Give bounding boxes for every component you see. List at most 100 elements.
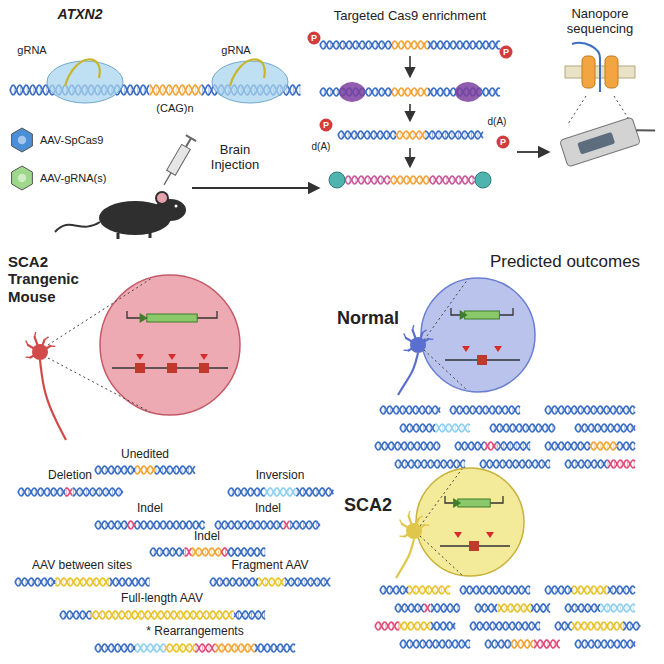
component-label: gRNA — [17, 44, 46, 57]
dna-strand — [590, 442, 617, 450]
dna-strand — [396, 131, 425, 139]
cell-zoom-pink — [100, 275, 240, 415]
dna-strand — [149, 85, 201, 95]
dna-strand — [338, 131, 396, 139]
cut-site — [462, 346, 470, 352]
dna-strand — [191, 548, 221, 556]
dna-strand — [455, 442, 485, 450]
base-pair — [149, 579, 150, 586]
leader-line — [424, 279, 468, 340]
dna-strand — [320, 41, 392, 49]
phosphate-label: P — [311, 33, 317, 43]
dendrite-branch — [418, 516, 422, 519]
device-flowcell — [577, 132, 615, 155]
base-pair — [523, 442, 524, 450]
base-pair — [198, 548, 199, 556]
dna-strand — [284, 578, 330, 586]
condition-label: Normal — [337, 308, 399, 329]
syringe — [159, 135, 196, 188]
dna-strand — [210, 578, 258, 586]
dna-strand — [572, 622, 623, 630]
repeat-label: (CAG)n — [156, 102, 193, 115]
dna-strand — [511, 640, 533, 648]
dna-strand — [534, 640, 560, 648]
dna-helix — [320, 41, 500, 49]
dna-strand — [575, 640, 635, 648]
base-pair — [510, 442, 511, 450]
dna-helix — [475, 604, 550, 612]
dna-strand — [498, 604, 532, 612]
nanopore-protein — [582, 56, 595, 88]
dna-strand — [255, 644, 295, 652]
dna-strand — [399, 622, 431, 630]
dna-strand — [265, 488, 296, 496]
dna-strand — [600, 604, 635, 612]
base-pair — [503, 442, 504, 450]
dendrite-branch — [44, 337, 48, 340]
outcome-label: Indel — [137, 502, 163, 516]
base-pair — [211, 548, 212, 556]
transgene-cassette — [465, 311, 500, 319]
dna-strand — [338, 131, 396, 139]
nanopore-protein — [605, 56, 618, 88]
dna-strand — [375, 622, 399, 630]
dna-strand — [545, 442, 590, 450]
dna-strand — [490, 424, 555, 432]
dna-strand — [228, 548, 265, 556]
dna-strand — [296, 488, 333, 496]
base-pair — [205, 548, 206, 556]
dna-strand — [565, 604, 600, 612]
dna-helix — [210, 578, 330, 586]
dna-helix — [395, 604, 460, 612]
dna-strand — [234, 611, 265, 619]
dna-strand — [534, 640, 560, 648]
dna-strand — [258, 578, 284, 586]
dna-strand — [380, 586, 408, 594]
dna-strand — [392, 41, 428, 49]
base-pair — [264, 549, 265, 556]
transgene-cassette — [458, 499, 490, 507]
cas9-protein — [455, 82, 481, 102]
dna-helix — [565, 604, 635, 612]
dna-strand — [396, 131, 425, 139]
base-pair — [497, 442, 498, 450]
neuron — [398, 325, 433, 395]
leader-line — [568, 96, 586, 124]
syringe-needle — [164, 173, 171, 185]
dna-helix — [228, 488, 333, 496]
device-cable — [636, 125, 655, 136]
repeat-site — [199, 363, 209, 373]
dna-strand — [283, 521, 289, 529]
dna-strand — [110, 578, 150, 586]
dna-strand — [395, 460, 465, 468]
cut-site — [494, 346, 502, 352]
dendrite-branch — [404, 333, 406, 338]
flow-arrow — [517, 151, 548, 153]
dna-helix — [575, 640, 635, 648]
promoter-arrow — [453, 498, 461, 508]
promoter-arrow — [140, 313, 148, 323]
dna-strand — [455, 442, 485, 450]
dna-strand — [215, 521, 283, 529]
dna-strand — [545, 442, 590, 450]
dna-helix — [150, 548, 265, 556]
dna-strand — [575, 424, 635, 432]
dna-helix — [460, 586, 530, 594]
dna-strand — [565, 460, 607, 468]
vector-label: AAV-gRNA(s) — [40, 172, 106, 185]
dna-helix — [545, 442, 635, 450]
dna-strand — [228, 488, 265, 496]
dna-strand — [395, 604, 424, 612]
dna-strand — [15, 578, 55, 586]
outcome-label: Unedited — [121, 448, 169, 462]
dna-strand — [475, 604, 497, 612]
dna-strand — [617, 442, 635, 450]
dna-strand — [480, 460, 550, 468]
leader-line — [48, 358, 150, 412]
leader-line — [420, 536, 462, 575]
dendrite-branch — [400, 519, 402, 524]
base-pair — [516, 442, 517, 450]
dna-strand — [470, 622, 540, 630]
dna-helix — [545, 586, 635, 594]
dna-strand — [165, 644, 195, 652]
